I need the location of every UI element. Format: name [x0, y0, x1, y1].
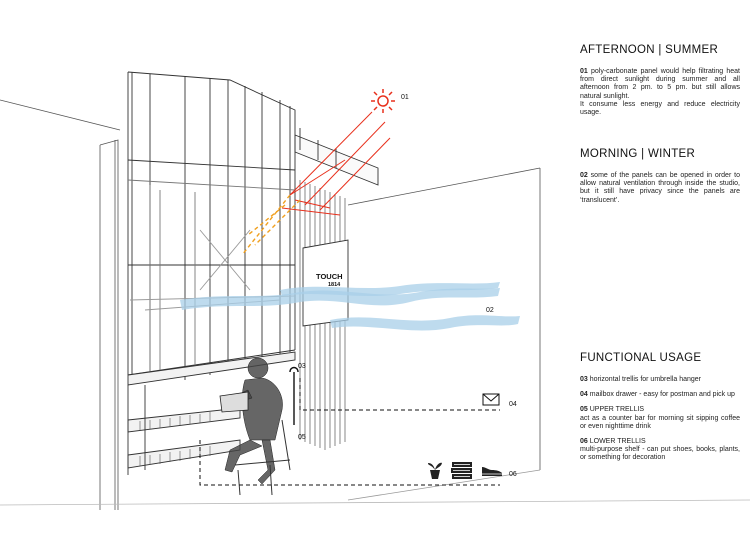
leader-lines: [199, 378, 500, 486]
callout-03: 03: [298, 363, 306, 370]
umbrella: [289, 366, 299, 425]
callout-02: 02: [486, 307, 494, 314]
books-icon: [451, 462, 472, 479]
sun-rays: [281, 111, 391, 216]
chair: [234, 419, 291, 496]
afternoon-text: poly-carbonate panel would help filtrati…: [580, 68, 740, 100]
functional-item: 03 horizontal trellis for umbrella hange…: [580, 376, 740, 384]
callout-01: 01: [401, 94, 409, 101]
callout-04: 04: [509, 401, 517, 408]
afternoon-text-2: It consume less energy and reduce electr…: [580, 100, 740, 117]
canopy: [294, 128, 379, 186]
seated-person: [224, 357, 283, 485]
plant-pot-icon: [428, 462, 442, 479]
sign-text-number: 1814: [328, 282, 341, 288]
functional-usage-section: FUNCTIONAL USAGE 03 horizontal trellis f…: [580, 352, 740, 463]
functional-item: 04 mailbox drawer - easy for postman and…: [580, 391, 740, 399]
item-number: 05: [580, 406, 588, 414]
functional-item: 05 UPPER TRELLIS act as a counter bar fo…: [580, 406, 740, 431]
callout-06: 06: [509, 471, 517, 478]
item-description: act as a counter bar for morning sit sip…: [580, 414, 740, 430]
afternoon-heading: AFTERNOON | SUMMER: [580, 44, 719, 56]
room-outline: [0, 99, 750, 510]
morning-description: 02 some of the panels can be opened in o…: [580, 172, 740, 205]
polycarbonate-frame: [127, 71, 296, 380]
morning-text: some of the panels can be opened in orde…: [580, 172, 740, 204]
laptop: [219, 391, 249, 413]
callout-05: 05: [298, 434, 306, 441]
mail-envelope-icon: [482, 393, 500, 406]
reflected-rays: [241, 194, 301, 256]
functional-heading: FUNCTIONAL USAGE: [580, 352, 702, 364]
functional-item: 06 LOWER TRELLIS multi-purpose shelf - c…: [580, 438, 740, 463]
morning-winter-section: MORNING | WINTER 02 some of the panels c…: [580, 148, 740, 205]
item-number: 06: [580, 438, 588, 446]
wind-flow: [180, 282, 520, 331]
morning-number: 02: [580, 172, 588, 179]
item-title: LOWER TRELLIS: [587, 438, 646, 446]
item-description: multi-purpose shelf - can put shoes, boo…: [580, 446, 740, 462]
afternoon-description: 01 poly-carbonate panel would help filtr…: [580, 68, 740, 101]
afternoon-summer-section: AFTERNOON | SUMMER 01 poly-carbonate pan…: [580, 44, 740, 117]
item-title: UPPER TRELLIS: [587, 406, 645, 414]
shoe-icon: [482, 467, 502, 476]
item-title: horizontal trellis for umbrella hanger: [587, 376, 702, 383]
sign-text-touch: TOUCH: [316, 272, 343, 281]
item-title: mailbox drawer - easy for postman and pi…: [587, 391, 735, 399]
morning-heading: MORNING | WINTER: [580, 148, 696, 160]
trellis-slats: [139, 412, 211, 466]
item-number: 03: [580, 376, 588, 383]
item-number: 04: [580, 391, 588, 399]
afternoon-number: 01: [580, 68, 588, 75]
shop-sign: [302, 239, 349, 327]
sun-icon: [371, 89, 395, 113]
